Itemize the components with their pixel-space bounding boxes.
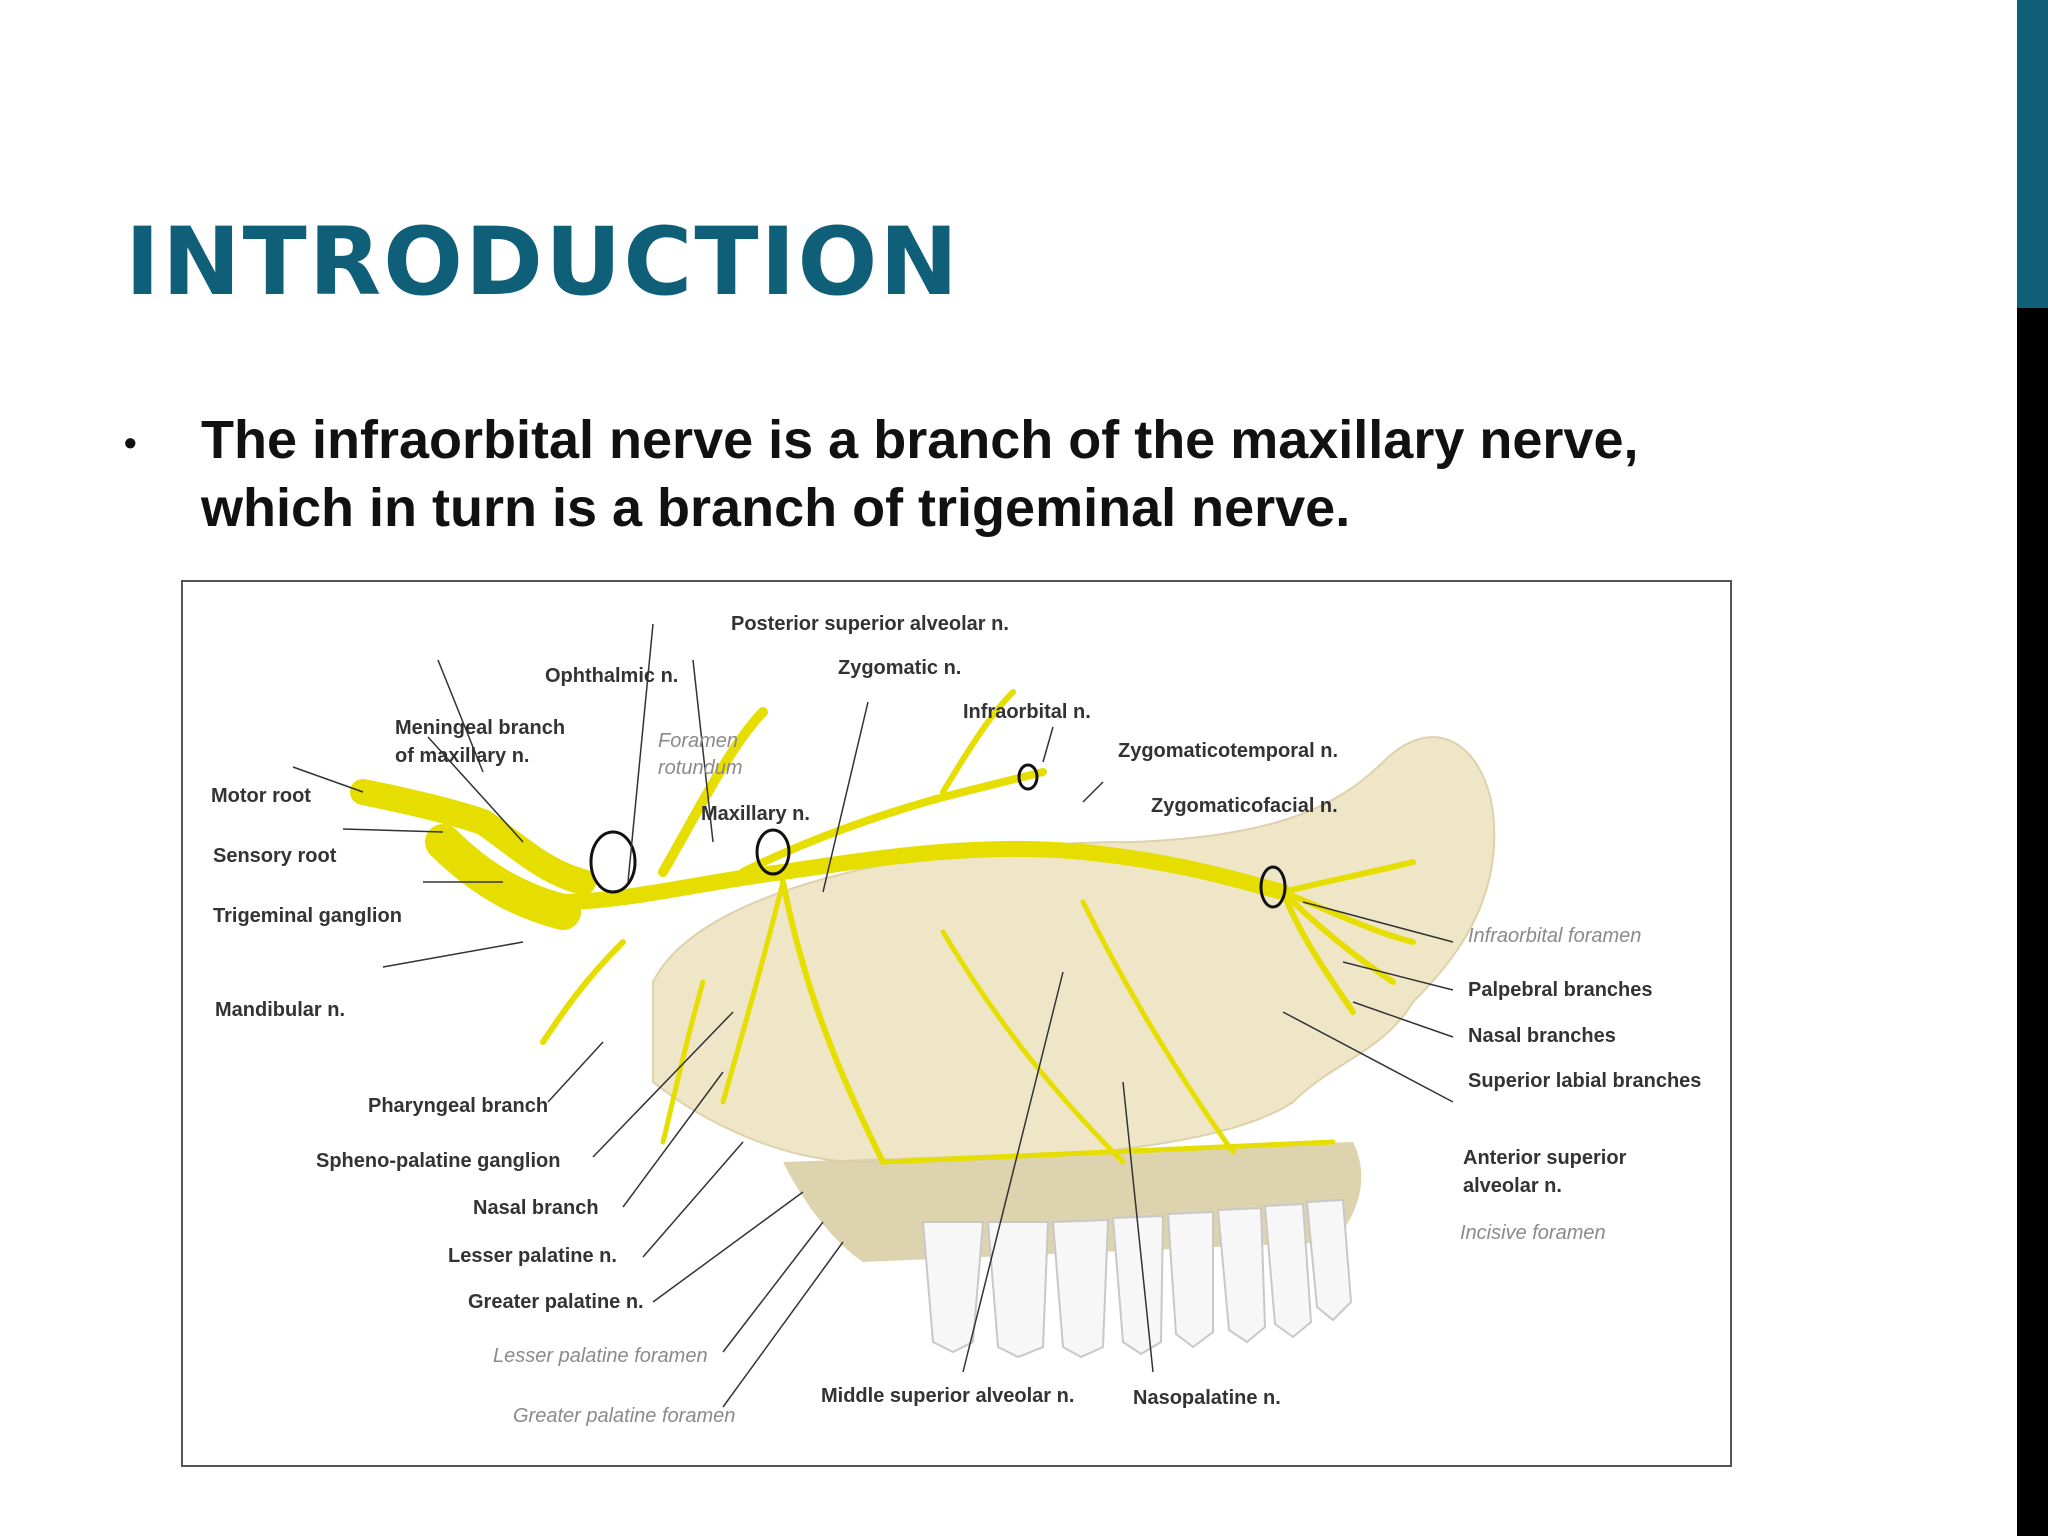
label-nasopalatine: Nasopalatine n. [1133, 1387, 1281, 1409]
label-infraorbital: Infraorbital n. [963, 701, 1091, 723]
label-greater-palatine-foramen: Greater palatine foramen [513, 1405, 735, 1427]
label-trigeminal-ganglion: Trigeminal ganglion [213, 905, 402, 927]
label-anterior-superior-1: Anterior superior [1463, 1147, 1627, 1169]
label-sensory-root: Sensory root [213, 845, 337, 867]
bullet-text: The infraorbital nerve is a branch of th… [201, 410, 1639, 538]
label-greater-palatine: Greater palatine n. [468, 1291, 644, 1313]
label-palpebral-branches: Palpebral branches [1468, 979, 1653, 1001]
leader-lines [292, 623, 1454, 1408]
label-nasal-branches: Nasal branches [1468, 1025, 1616, 1047]
label-middle-superior-alveolar: Middle superior alveolar n. [821, 1385, 1074, 1407]
label-ophthalmic: Ophthalmic n. [545, 665, 678, 687]
label-posterior-superior-alveolar: Posterior superior alveolar n. [731, 613, 1009, 635]
accent-bar-bottom [2017, 308, 2048, 1536]
label-infraorbital-foramen: Infraorbital foramen [1468, 925, 1641, 947]
label-nasal-branch: Nasal branch [473, 1197, 599, 1219]
label-pharyngeal-branch: Pharyngeal branch [368, 1095, 548, 1117]
nerves [350, 689, 1416, 1165]
accent-bar-top [2017, 0, 2048, 308]
label-anterior-superior-2: alveolar n. [1463, 1175, 1562, 1197]
nerve-diagram-figure: Posterior superior alveolar n. Zygomatic… [181, 580, 1732, 1467]
label-foramen-rotundum-2: rotundum [658, 757, 743, 779]
label-zygomatic: Zygomatic n. [838, 657, 961, 679]
slide-title: INTRODUCTION [125, 208, 961, 317]
label-maxillary: Maxillary n. [701, 803, 810, 825]
label-lesser-palatine-foramen: Lesser palatine foramen [493, 1345, 708, 1367]
nerve-diagram: Posterior superior alveolar n. Zygomatic… [211, 613, 1701, 1427]
label-sphenopalatine-ganglion: Spheno-palatine ganglion [316, 1150, 560, 1172]
label-zygomaticotemporal: Zygomaticotemporal n. [1118, 740, 1338, 762]
label-foramen-rotundum-1: Foramen [658, 730, 738, 752]
label-motor-root: Motor root [211, 785, 311, 807]
label-meningeal-2: of maxillary n. [395, 745, 530, 767]
label-lesser-palatine: Lesser palatine n. [448, 1245, 617, 1267]
bullet-marker: • [124, 422, 137, 463]
foramen-rings [589, 763, 1287, 909]
label-zygomaticofacial: Zygomaticofacial n. [1151, 795, 1338, 817]
label-meningeal-1: Meningeal branch [395, 717, 565, 739]
label-mandibular: Mandibular n. [215, 999, 345, 1021]
teeth [921, 1198, 1353, 1359]
label-superior-labial-branches: Superior labial branches [1468, 1070, 1701, 1092]
label-incisive-foramen: Incisive foramen [1460, 1222, 1606, 1244]
maxilla-bone [652, 736, 1496, 1164]
